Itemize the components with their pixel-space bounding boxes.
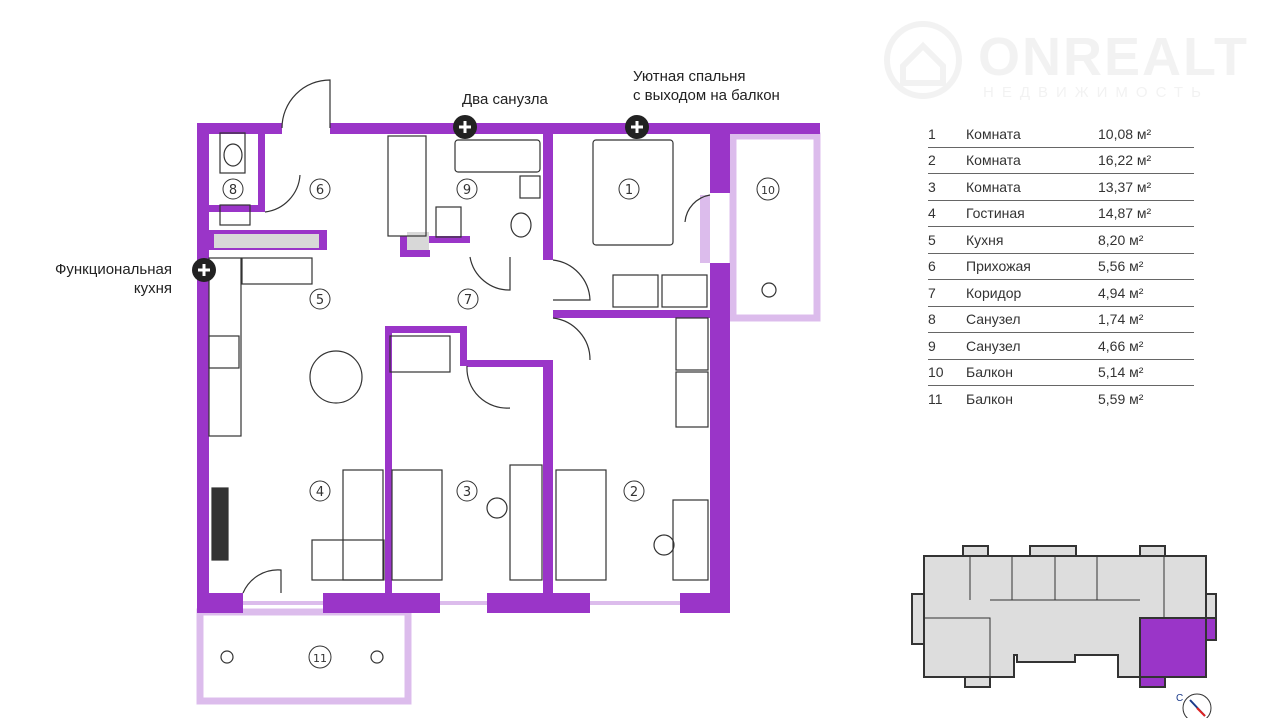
- callout-bathrooms: Два санузла: [462, 91, 548, 108]
- plus-icon: [625, 115, 649, 139]
- logo-tagline: НЕДВИЖИМОСТЬ: [983, 84, 1209, 101]
- room-number: 5: [928, 226, 966, 254]
- room-marker-3: 3: [456, 480, 478, 502]
- room-name: Кухня: [966, 226, 1098, 254]
- balconies: [196, 132, 821, 705]
- callout-bedroom: Уютная спальня с выходом на балкон: [633, 67, 780, 105]
- room-number: 8: [928, 306, 966, 333]
- room-area: 10,08 м²: [1098, 121, 1194, 148]
- room-name: Комната: [966, 147, 1098, 174]
- compass-icon: [1182, 693, 1212, 718]
- room-name: Комната: [966, 173, 1098, 201]
- key-plan: [911, 545, 1217, 718]
- house-pin-icon: [884, 21, 962, 99]
- callout-bedroom-line1: Уютная спальня: [633, 68, 746, 85]
- room-number: 7: [928, 279, 966, 307]
- room-marker-10: 10: [756, 177, 780, 201]
- room-name: Прихожая: [966, 253, 1098, 280]
- callout-kitchen: Функциональная кухня: [36, 260, 172, 298]
- room-marker-9: 9: [456, 178, 478, 200]
- room-area: 1,74 м²: [1098, 306, 1194, 333]
- room-name: Санузел: [966, 332, 1098, 360]
- room-area: 4,94 м²: [1098, 279, 1194, 307]
- watermark-logo: ONREALT НЕДВИЖИМОСТЬ: [878, 18, 1248, 108]
- room-area: 5,14 м²: [1098, 359, 1194, 386]
- room-marker-6: 6: [309, 178, 331, 200]
- room-marker-4: 4: [309, 480, 331, 502]
- room-name: Балкон: [966, 390, 1013, 407]
- room-marker-8: 8: [222, 178, 244, 200]
- room-area: 14,87 м²: [1098, 200, 1194, 227]
- plus-markers: [192, 115, 649, 282]
- room-marker-2: 2: [623, 480, 645, 502]
- callout-kitchen-line1: Функциональная: [54, 261, 172, 278]
- compass-north-label: С: [1176, 693, 1184, 704]
- logo-name: ONREALT: [978, 27, 1249, 87]
- svg-text:9: 9: [463, 183, 471, 198]
- room-number: 3: [928, 173, 966, 201]
- walls: [197, 123, 820, 613]
- svg-text:8: 8: [229, 183, 237, 198]
- room-area: 5,56 м²: [1098, 253, 1194, 280]
- balcony-10: [729, 132, 821, 322]
- room-number: 11: [928, 390, 943, 407]
- room-name: Комната: [966, 121, 1098, 148]
- room-row: 11 Балкон 5,59 м²: [928, 386, 1194, 412]
- balcony-11: [196, 608, 412, 705]
- plus-icon: [453, 115, 477, 139]
- room-marker-1: 1: [618, 178, 640, 200]
- svg-text:1: 1: [625, 183, 633, 198]
- room-name: Санузел: [966, 306, 1098, 333]
- room-number: 6: [928, 253, 966, 280]
- furniture: [208, 79, 777, 664]
- svg-text:3: 3: [463, 485, 471, 500]
- room-name: Гостиная: [966, 200, 1098, 227]
- plus-icon: [192, 258, 216, 282]
- room-area: 16,22 м²: [1098, 147, 1194, 174]
- room-number: 2: [928, 147, 966, 174]
- room-marker-5: 5: [309, 288, 331, 310]
- svg-text:11: 11: [313, 652, 327, 665]
- svg-text:7: 7: [464, 293, 472, 308]
- room-area: 8,20 м²: [1098, 226, 1194, 254]
- room-name: Балкон: [966, 359, 1098, 386]
- room-area: 5,59 м²: [1098, 390, 1144, 407]
- room-marker-11: 11: [308, 645, 332, 669]
- svg-text:10: 10: [761, 184, 775, 197]
- room-number: 9: [928, 332, 966, 360]
- room-number: 1: [928, 121, 966, 148]
- room-marker-7: 7: [457, 288, 479, 310]
- room-name: Коридор: [966, 279, 1098, 307]
- room-number: 4: [928, 200, 966, 227]
- room-markers: 1 2 3 4 5 6 7 8 9 10 11: [222, 177, 780, 669]
- callout-bedroom-line2: с выходом на балкон: [633, 87, 780, 104]
- room-number: 10: [928, 359, 966, 386]
- svg-text:6: 6: [316, 183, 324, 198]
- room-area: 13,37 м²: [1098, 173, 1194, 201]
- svg-text:5: 5: [316, 293, 324, 308]
- room-area: 4,66 м²: [1098, 332, 1194, 360]
- svg-text:4: 4: [316, 485, 324, 500]
- entry-door: [281, 79, 331, 129]
- svg-text:2: 2: [630, 485, 638, 500]
- callout-kitchen-line2: кухня: [133, 280, 172, 297]
